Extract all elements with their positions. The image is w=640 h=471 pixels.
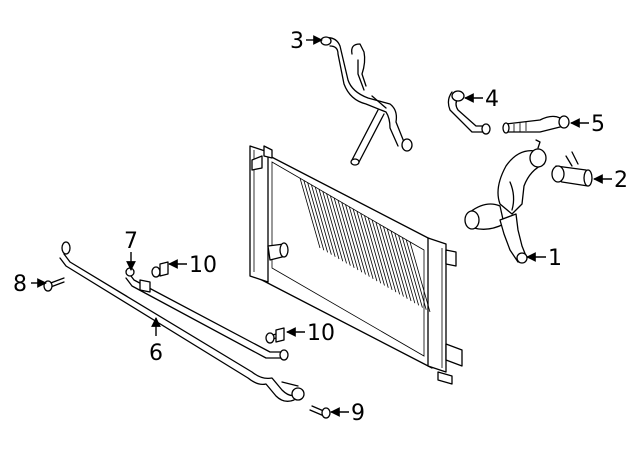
radiator-fin <box>337 199 359 271</box>
radiator-fin <box>402 237 423 308</box>
radiator-fin <box>371 219 393 291</box>
small-coolant-hose[interactable] <box>447 90 491 135</box>
radiator[interactable] <box>249 145 463 385</box>
callout-label-5: 5 <box>591 112 605 137</box>
radiator-fin <box>405 239 427 310</box>
callout-8: 8 <box>13 272 47 297</box>
callout-label-10-upper: 10 <box>189 253 217 278</box>
radiator-fin <box>303 180 325 251</box>
radiator-fin <box>409 241 431 313</box>
callout-label-9: 9 <box>351 401 365 426</box>
callout-4: 4 <box>464 87 499 112</box>
radiator-fin <box>356 210 378 282</box>
coolant-pipe[interactable] <box>502 115 570 134</box>
radiator-fin <box>379 224 401 295</box>
callout-label-8: 8 <box>13 272 27 297</box>
upper-radiator-hose[interactable] <box>320 36 413 166</box>
thermostat-outlet[interactable] <box>551 151 593 187</box>
radiator-fin <box>390 230 412 302</box>
callout-10-lower: 10 <box>286 321 335 346</box>
radiator-fin <box>375 222 397 293</box>
radiator-fin <box>367 217 389 288</box>
callout-label-2: 2 <box>614 168 628 193</box>
callout-10-upper: 10 <box>168 253 217 278</box>
oil-cooler-line-long[interactable] <box>59 241 305 402</box>
radiator-fin <box>307 182 328 253</box>
bolt-10-lower[interactable] <box>265 327 285 344</box>
callout-label-4: 4 <box>485 87 499 112</box>
lower-radiator-hose[interactable] <box>464 139 547 264</box>
radiator-fin <box>314 186 336 257</box>
callout-label-3: 3 <box>290 29 304 54</box>
radiator-fin <box>352 208 374 280</box>
callout-label-6: 6 <box>149 341 163 366</box>
radiator-fin <box>318 188 340 260</box>
bolt-9[interactable] <box>309 405 331 419</box>
callout-label-7: 7 <box>124 229 138 254</box>
radiator-fin <box>398 235 420 306</box>
callout-9: 9 <box>330 401 365 426</box>
radiator-fin <box>364 215 385 286</box>
radiator-fin <box>341 202 363 273</box>
callout-1: 1 <box>526 246 562 271</box>
radiator-fin <box>333 197 355 268</box>
callout-label-10-lower: 10 <box>307 321 335 346</box>
radiator-fin <box>394 233 416 304</box>
radiator-fin <box>386 228 408 299</box>
bolt-8[interactable] <box>43 277 65 292</box>
radiator-fin <box>310 184 332 255</box>
radiator-fin <box>345 204 366 275</box>
radiator-fin <box>348 206 370 277</box>
radiator-fin <box>322 191 344 262</box>
radiator-fin <box>299 177 321 249</box>
callout-2: 2 <box>593 168 628 193</box>
callout-5: 5 <box>570 112 605 137</box>
radiator-fin <box>326 193 347 264</box>
bolt-10-upper[interactable] <box>151 261 169 278</box>
radiator-fin <box>329 195 351 266</box>
radiator-fin <box>383 226 404 297</box>
callout-3: 3 <box>290 29 323 54</box>
callout-7: 7 <box>124 229 138 271</box>
radiator-fin <box>360 213 382 284</box>
callout-6: 6 <box>149 317 163 366</box>
callout-label-1: 1 <box>548 246 562 271</box>
